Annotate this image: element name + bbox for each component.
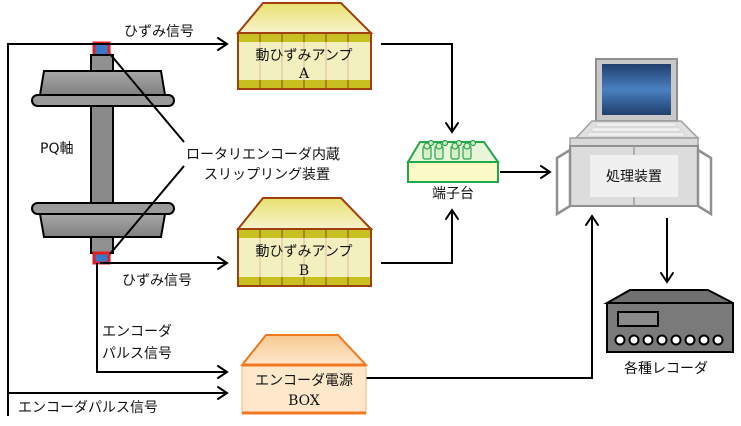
- slip-ring-bottom: [92, 251, 111, 265]
- wire-encoder-pulse-bottom: [8, 386, 229, 400]
- slip-ring-callout-line2: スリップリング装置: [204, 167, 330, 183]
- terminal-block-label: 端子台: [432, 186, 474, 202]
- wheel-top: [38, 70, 167, 96]
- strain-signal-top-label: ひずみ信号: [124, 24, 194, 40]
- wire-encoder-pulse-mid: [96, 263, 229, 379]
- wire-strain-bottom: [100, 256, 229, 270]
- rack-door-left: [555, 147, 572, 217]
- wire-terminal-to-processor: [500, 165, 552, 179]
- callout-line-top: [109, 53, 185, 143]
- encoder-pulse-mid-label-line1: エンコーダ: [102, 324, 172, 340]
- strain-signal-bottom-label: ひずみ信号: [122, 273, 192, 289]
- processor-label: 処理装置: [606, 169, 662, 185]
- encoder-power-box-id: BOX: [288, 393, 320, 409]
- encoder-pulse-bottom-label: エンコーダパルス信号: [18, 400, 158, 416]
- wire-amp-a-to-terminal: [381, 43, 459, 134]
- terminal-screws: [422, 139, 477, 160]
- axle-shaft: [90, 105, 114, 204]
- processor-unit[interactable]: 処理装置: [555, 58, 713, 217]
- recorder-label: 各種レコーダ: [624, 361, 708, 377]
- pq-axle: PQ軸: [31, 41, 175, 265]
- wire-encoder-to-processor: [366, 214, 599, 379]
- recorder-display: [617, 311, 659, 327]
- rack-door-right: [696, 147, 713, 217]
- axle-label: PQ軸: [40, 141, 73, 157]
- wire-strain-top: [7, 37, 229, 416]
- wheel-bottom: [38, 213, 167, 238]
- callout-line-bottom: [109, 165, 185, 255]
- encoder-power-box[interactable]: エンコーダ電源 BOX: [239, 334, 369, 415]
- wire-processor-to-recorder: [660, 218, 674, 284]
- recorder-unit[interactable]: 各種レコーダ: [603, 289, 734, 377]
- encoder-pulse-mid-label-line2: パルス信号: [102, 346, 172, 362]
- amp-b-label: 動ひずみアンプ: [255, 244, 352, 260]
- wire-amp-b-to-terminal: [381, 208, 459, 264]
- slip-ring-callout-line1: ロータリエンコーダ内蔵: [186, 147, 340, 163]
- amp-a-id: A: [298, 66, 310, 82]
- strain-amp-b[interactable]: 動ひずみアンプ B: [235, 197, 374, 287]
- terminal-block[interactable]: 端子台: [406, 139, 500, 203]
- amp-b-id: B: [299, 263, 309, 279]
- strain-amp-a[interactable]: 動ひずみアンプ A: [235, 2, 374, 90]
- encoder-power-label: エンコーダ電源: [255, 373, 353, 389]
- recorder-knobs: [614, 334, 724, 346]
- amp-a-label: 動ひずみアンプ: [255, 48, 352, 64]
